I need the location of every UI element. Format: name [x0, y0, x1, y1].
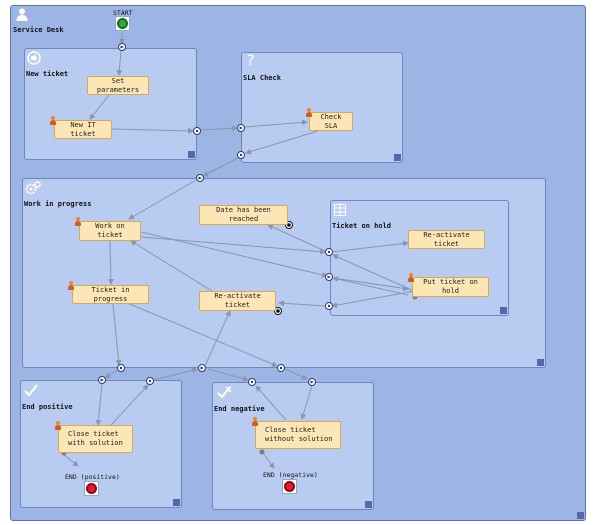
task-date-has-been-reached[interactable]: Date has been reached [199, 205, 288, 225]
task-new-it-ticket[interactable]: New IT ticket [54, 120, 112, 139]
end-negative-icon [284, 481, 295, 492]
task-close-ticket-without-solution[interactable]: Close ticket without solution [255, 421, 341, 449]
grid-icon [334, 204, 346, 219]
lane-title-new-ticket: New ticket [26, 70, 69, 78]
start-icon [117, 18, 128, 29]
lane-title-end-negative: End negative [214, 405, 265, 413]
checkmark-icon [24, 383, 38, 400]
resize-handle[interactable] [188, 151, 195, 158]
gateway-nodes [98, 43, 333, 386]
end-positive-label: END (positive) [65, 473, 120, 481]
task-close-ticket-with-solution[interactable]: Close ticket with solution [58, 425, 133, 453]
person-icon [75, 217, 81, 226]
lane-title-end-positive: End positive [22, 403, 73, 411]
person-icon [408, 273, 414, 282]
person-icon [306, 108, 312, 117]
task-ticket-in-progress[interactable]: Ticket in progress [72, 285, 149, 304]
task-put-ticket-on-hold[interactable]: Put ticket on hold [412, 277, 489, 297]
resize-handle[interactable] [365, 501, 372, 508]
person-icon [68, 281, 74, 290]
arrow-circle-icon [27, 51, 41, 68]
resize-handle[interactable] [577, 512, 584, 519]
end-positive-icon [86, 483, 97, 494]
lane-new-ticket[interactable] [24, 48, 197, 160]
task-reactivate-ticket-main[interactable]: Re-activate ticket [199, 291, 276, 311]
pool-title: Service Desk [13, 26, 64, 34]
person-icon [55, 421, 61, 430]
start-label: START [113, 9, 133, 17]
resize-handle[interactable] [537, 359, 544, 366]
person-icon [252, 417, 258, 426]
question-icon: ? [247, 53, 255, 69]
warning-check-icon [217, 385, 233, 402]
lane-title-sla-check: SLA Check [243, 74, 281, 82]
task-reactivate-ticket-hold[interactable]: Re-activate ticket [408, 230, 485, 249]
person-icon [50, 116, 56, 125]
task-work-on-ticket[interactable]: Work on ticket [79, 221, 141, 241]
resize-handle[interactable] [394, 154, 401, 161]
lane-title-work-in-progress: Work in progress [24, 200, 92, 208]
resize-handle[interactable] [173, 499, 180, 506]
end-negative-label: END (negative) [263, 471, 318, 479]
task-check-sla[interactable]: Check SLA [309, 112, 353, 131]
task-set-parameters[interactable]: Set parameters [87, 76, 149, 95]
lane-title-ticket-on-hold: Ticket on hold [332, 222, 392, 230]
resize-handle[interactable] [500, 307, 507, 314]
user-icon [16, 8, 28, 24]
lane-sla-check[interactable] [241, 52, 403, 163]
gears-icon [25, 181, 41, 198]
